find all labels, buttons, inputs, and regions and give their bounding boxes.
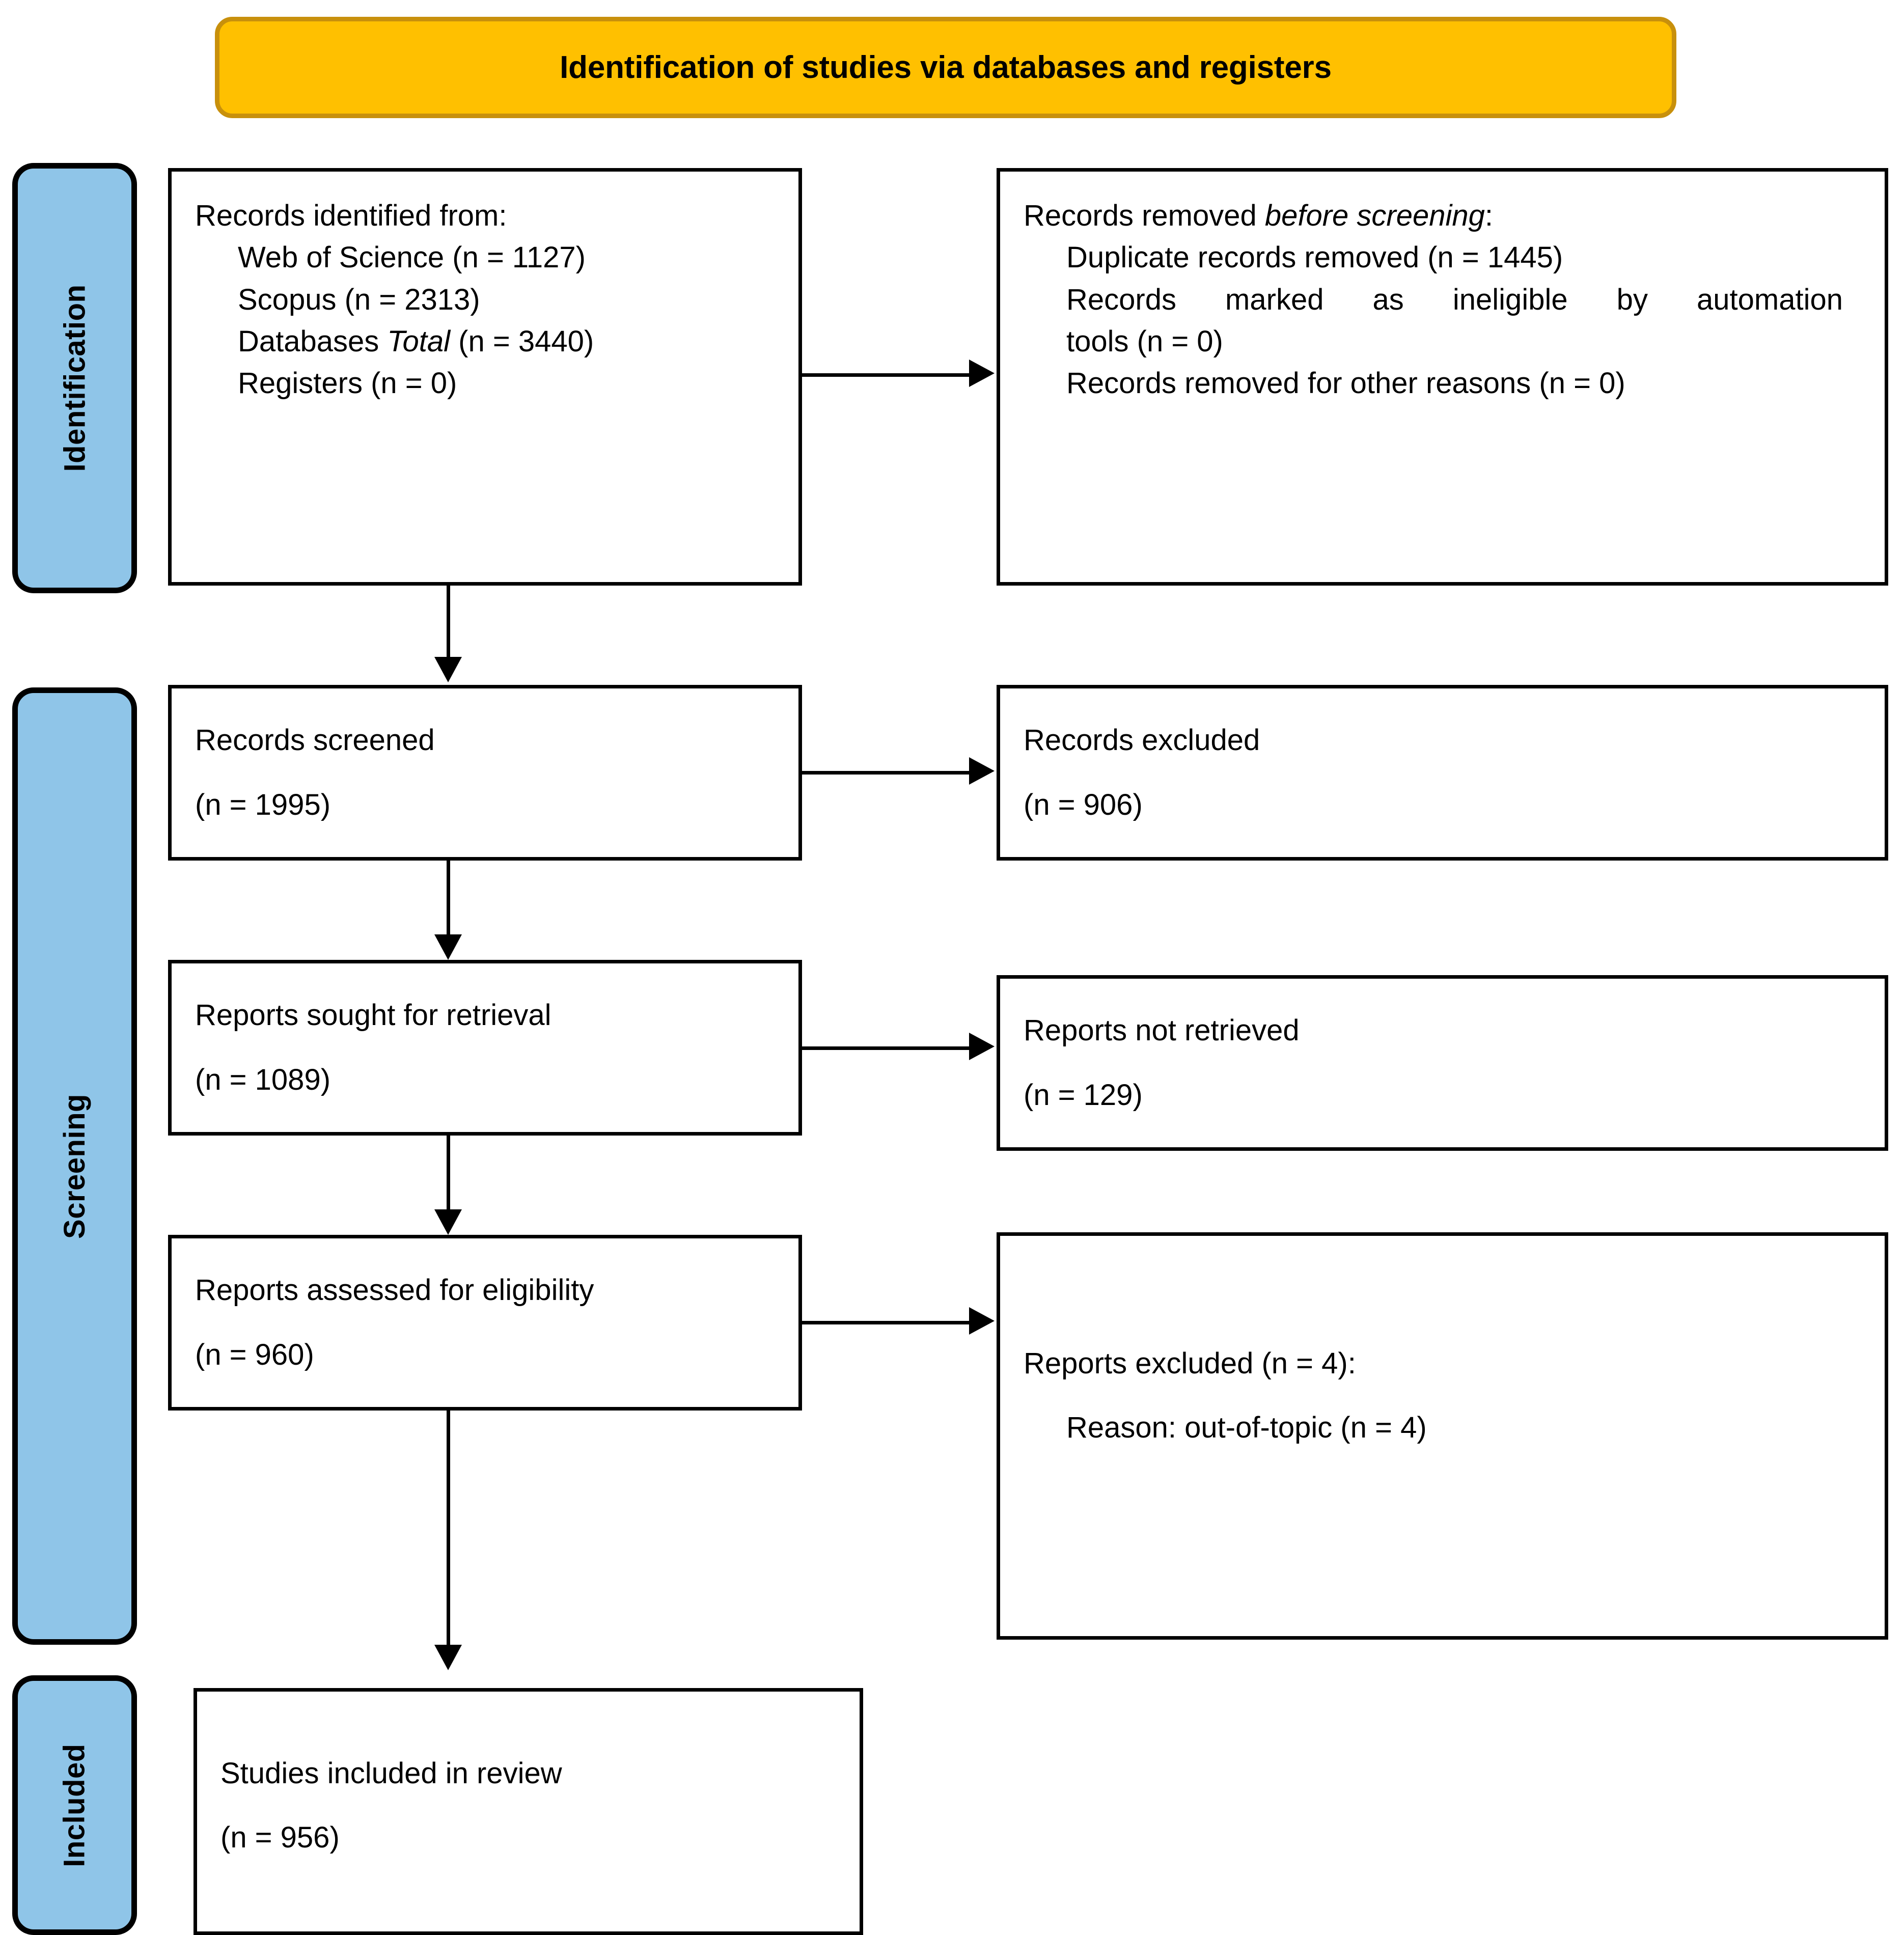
connector-screened-to-sought [447,861,450,937]
connector-screened-to-excluded [802,771,970,775]
reports-excluded-reason: Reason: out-of-topic (n = 4) [1066,1411,1427,1445]
records-identified-item-databases-total: Databases Total (n = 3440) [195,321,779,363]
arrowhead-assessed-to-reports-excluded [969,1307,995,1335]
stage-label-screening: Screening [58,1093,91,1239]
connector-assessed-to-included [447,1411,450,1647]
records-removed-heading-suffix: : [1484,199,1494,232]
connector-sought-to-not-retrieved [802,1046,970,1050]
box-reports-not-retrieved: Reports not retrieved (n = 129) [997,975,1888,1151]
reports-assessed-label: Reports assessed for eligibility [195,1274,594,1307]
arrowhead-identified-to-screened [434,657,462,682]
reports-assessed-count: (n = 960) [195,1338,314,1371]
records-identified-item-registers: Registers (n = 0) [238,367,457,400]
connector-identified-to-screened [447,586,450,659]
stage-bar-identification: Identification [12,163,137,593]
box-records-excluded: Records excluded (n = 906) [997,685,1888,861]
records-removed-heading-italic: before screening [1264,199,1485,232]
arrowhead-sought-to-assessed [434,1209,462,1235]
records-removed-item-automation-tools-count: tools (n = 0) [1066,325,1223,358]
arrowhead-sought-to-not-retrieved [969,1033,995,1060]
banner-title: Identification of studies via databases … [560,50,1332,85]
diagram-header-banner: Identification of studies via databases … [215,17,1676,118]
box-reports-excluded-with-reasons: Reports excluded (n = 4): Reason: out-of… [997,1232,1888,1640]
connector-identified-to-removed [802,373,970,377]
reports-sought-count: (n = 1089) [195,1063,331,1096]
arrowhead-assessed-to-included [434,1645,462,1670]
arrowhead-identified-to-removed [969,360,995,387]
records-removed-item-duplicates: Duplicate records removed (n = 1445) [1066,241,1563,274]
records-identified-item-scopus: Scopus (n = 2313) [238,283,480,316]
records-excluded-count: (n = 906) [1024,788,1143,821]
studies-included-label: Studies included in review [220,1757,562,1790]
records-screened-count: (n = 1995) [195,788,331,821]
stage-bar-screening: Screening [12,687,137,1645]
box-records-removed-before-screening: Records removed before screening: Duplic… [997,168,1888,586]
arrowhead-screened-to-excluded [969,757,995,785]
box-reports-sought-for-retrieval: Reports sought for retrieval (n = 1089) [168,960,802,1136]
connector-sought-to-assessed [447,1136,450,1212]
reports-excluded-label: Reports excluded (n = 4): [1024,1347,1356,1380]
records-removed-item-ineligible-automation: Records marked as ineligible by automati… [1066,283,1843,316]
records-excluded-label: Records excluded [1024,724,1260,757]
databases-label: Databases [238,325,388,358]
stage-bar-included: Included [12,1675,137,1935]
box-studies-included-in-review: Studies included in review (n = 956) [194,1688,863,1935]
databases-count: (n = 3440) [450,325,594,358]
studies-included-count: (n = 956) [220,1821,340,1855]
records-removed-item-other-reasons: Records removed for other reasons (n = 0… [1066,367,1625,400]
records-identified-heading: Records identified from: [195,199,507,232]
reports-not-retrieved-count: (n = 129) [1024,1078,1143,1112]
stage-label-identification: Identification [58,284,92,472]
arrowhead-screened-to-sought [434,934,462,960]
records-screened-label: Records screened [195,724,435,757]
records-identified-item-web-of-science: Web of Science (n = 1127) [238,241,586,274]
box-reports-assessed-for-eligibility: Reports assessed for eligibility (n = 96… [168,1235,802,1411]
reports-sought-label: Reports sought for retrieval [195,999,551,1032]
connector-assessed-to-reports-excluded [802,1321,970,1324]
box-records-identified: Records identified from: Web of Science … [168,168,802,586]
box-records-screened: Records screened (n = 1995) [168,685,802,861]
records-removed-heading-prefix: Records removed [1024,199,1265,232]
stage-label-included: Included [58,1743,91,1867]
reports-not-retrieved-label: Reports not retrieved [1024,1014,1300,1047]
records-removed-heading: Records removed before screening: [1024,195,1855,237]
databases-total-italic: Total [387,325,451,358]
